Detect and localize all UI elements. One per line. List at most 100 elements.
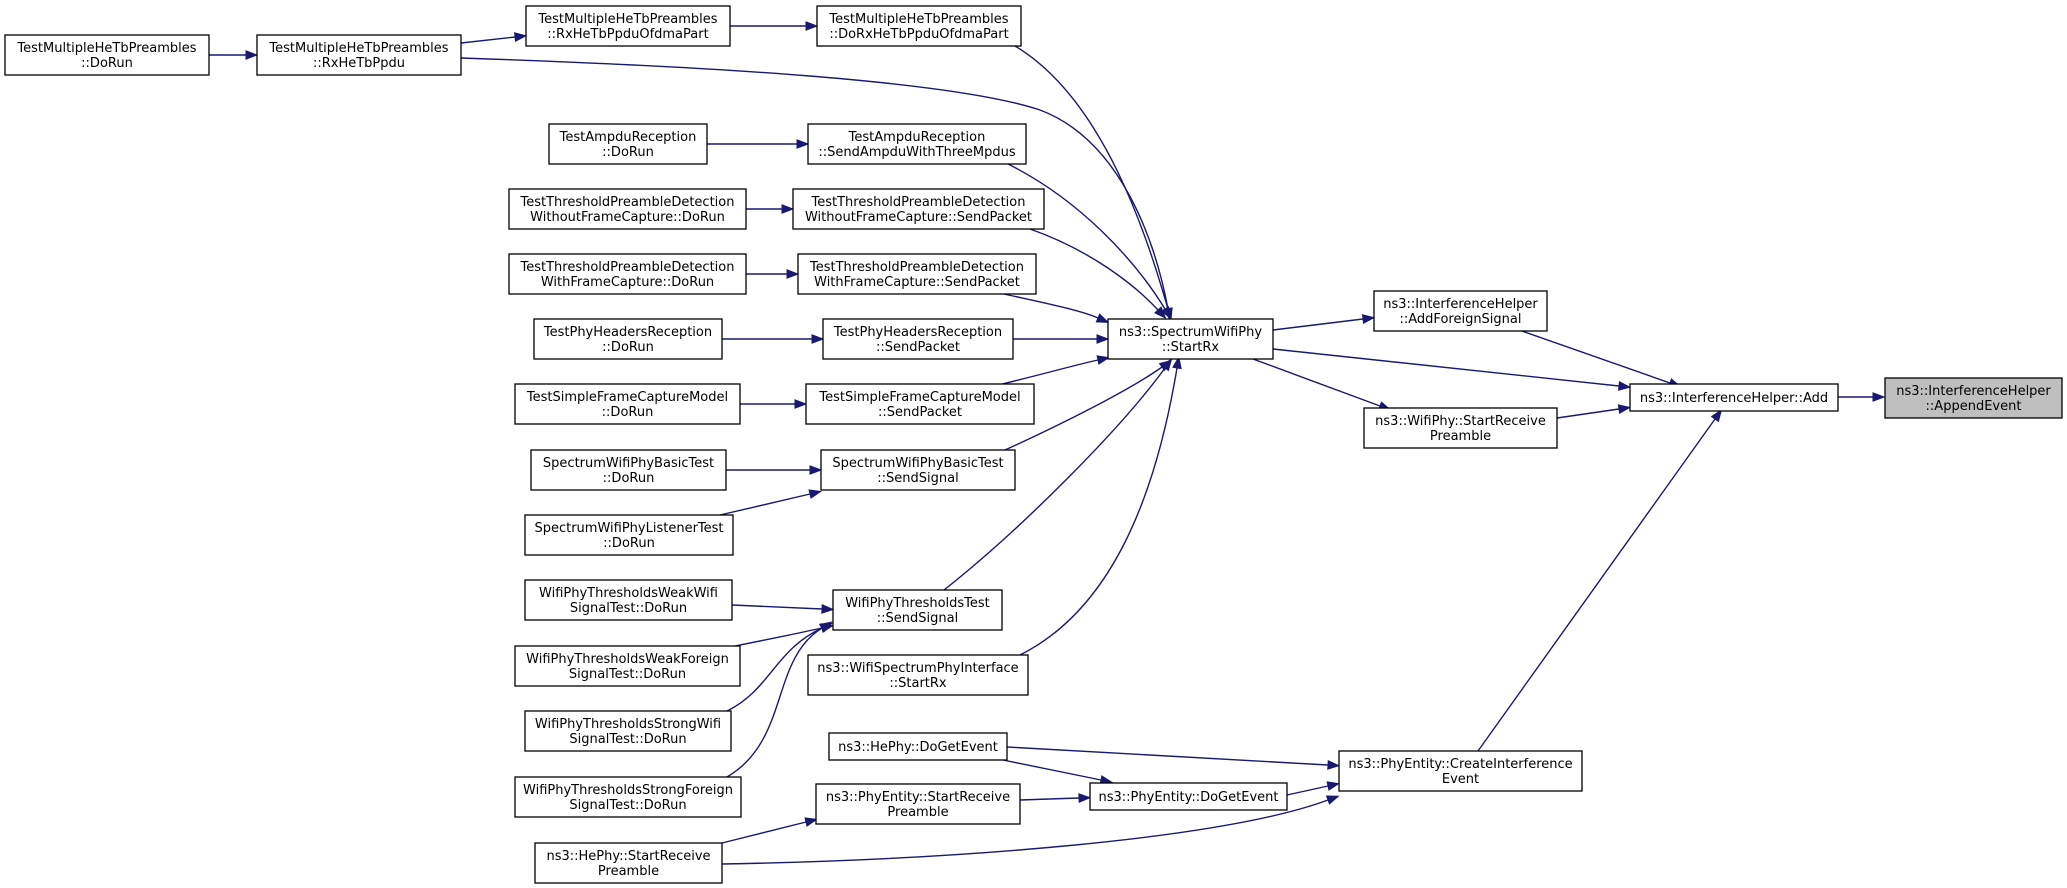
function-node[interactable]: WifiPhyThresholdsStrongWifiSignalTest::D… [524,710,732,752]
call-edge [721,817,819,844]
call-edge [209,50,259,60]
node-label: ::RxHeTbPpduOfdmaPart [547,27,708,42]
function-node[interactable]: TestMultipleHeTbPreambles::DoRun [4,34,210,76]
node-box [508,188,747,230]
node-label: ::DoRun [602,405,654,420]
node-box [815,783,1021,825]
node-box [832,589,1003,631]
function-node[interactable]: TestPhyHeadersReception::SendPacket [822,318,1014,360]
arrowhead-icon [1096,355,1111,365]
function-node[interactable]: TestAmpduReception::SendAmpduWithThreeMp… [807,123,1027,165]
call-edge [1014,45,1173,321]
node-label: ::SendPacket [878,405,962,420]
arrowhead-icon [1617,381,1632,391]
edge-line [734,627,823,647]
call-edge [943,357,1173,591]
node-label: WithFrameCapture::DoRun [541,275,714,290]
function-node[interactable]: SpectrumWifiPhyListenerTest::DoRun [524,514,734,556]
call-edge [1001,355,1111,385]
edge-line [1004,366,1163,451]
call-edge [746,269,800,279]
function-node[interactable]: SpectrumWifiPhyBasicTest::SendSignal [820,449,1016,491]
function-node[interactable]: TestThresholdPreambleDetectionWithoutFra… [508,188,747,230]
edge-line [943,367,1166,591]
node-label: SpectrumWifiPhyBasicTest [832,456,1003,471]
function-node[interactable]: ns3::PhyEntity::DoGetEvent [1089,782,1288,811]
node-label: ::RxHeTbPpdu [313,56,405,71]
function-node[interactable]: TestSimpleFrameCaptureModel::SendPacket [805,383,1035,425]
node-label: Preamble [1430,429,1491,444]
node-label: ns3::InterferenceHelper::Add [1640,391,1828,406]
function-node[interactable]: TestPhyHeadersReception::DoRun [533,318,723,360]
edge-line [1521,330,1671,384]
function-node[interactable]: TestMultipleHeTbPreambles::DoRxHeTbPpduO… [816,5,1022,47]
node-label: ::DoRun [603,536,655,551]
root-function-node[interactable]: ns3::InterferenceHelper::AppendEvent [1884,377,2063,419]
node-label: ::DoRun [81,56,133,71]
edge-line [1029,228,1159,311]
call-edge [1286,781,1341,796]
edge-line [726,627,823,778]
node-label: ::AppendEvent [1926,399,2022,414]
function-node[interactable]: SpectrumWifiPhyBasicTest::DoRun [530,449,727,491]
function-node[interactable]: TestThresholdPreambleDetectionWithFrameC… [797,253,1037,295]
node-label: TestPhyHeadersReception [543,325,712,340]
edge-line [1272,318,1364,331]
node-box [797,253,1037,295]
arrowhead-icon [1361,314,1376,324]
function-node[interactable]: TestMultipleHeTbPreambles::RxHeTbPpdu [256,34,462,76]
node-label: ::SendPacket [876,340,960,355]
edge-line [1007,163,1166,310]
arrowhead-icon [809,465,823,475]
function-node[interactable]: WifiPhyThresholdsStrongForeignSignalTest… [514,776,742,818]
node-label: ::StartRx [1162,340,1220,355]
function-node[interactable]: TestThresholdPreambleDetectionWithFrameC… [508,253,747,295]
function-node[interactable]: WifiPhyThresholdsWeakForeignSignalTest::… [514,645,741,687]
function-node[interactable]: WifiPhyThresholdsTest::SendSignal [832,589,1003,631]
edge-line [1003,293,1099,319]
function-node[interactable]: TestAmpduReception::DoRun [548,123,708,165]
function-node[interactable]: ns3::WifiSpectrumPhyInterface::StartRx [807,654,1029,696]
node-box [524,579,733,621]
arrowhead-icon [808,489,823,499]
function-node[interactable]: ns3::InterferenceHelper::Add [1629,383,1839,412]
node-label: ns3::WifiPhy::StartReceive [1375,414,1546,429]
call-edge [740,399,808,409]
node-label: ns3::HePhy::StartReceive [546,849,710,864]
call-edge [1029,228,1167,320]
function-node[interactable]: ns3::InterferenceHelper::AddForeignSigna… [1373,290,1548,332]
call-edge [722,334,825,344]
call-edge [1019,793,1092,803]
edge-line [1001,359,1099,385]
edge-line [1286,785,1329,796]
function-node[interactable]: WifiPhyThresholdsWeakWifiSignalTest::DoR… [524,579,733,621]
node-label: ns3::InterferenceHelper [1896,384,2051,399]
node-label: ns3::HePhy::DoGetEvent [838,740,998,755]
node-box [822,318,1014,360]
node-label: Preamble [887,805,948,820]
function-node[interactable]: TestThresholdPreambleDetectionWithoutFra… [792,188,1045,230]
arrowhead-icon [821,604,835,614]
node-label: TestPhyHeadersReception [833,325,1002,340]
function-node[interactable]: TestMultipleHeTbPreambles::RxHeTbPpduOfd… [525,5,731,47]
function-node[interactable]: ns3::HePhy::DoGetEvent [828,732,1008,761]
arrowhead-icon [1617,404,1632,414]
edge-line [1019,797,1080,801]
node-label: WithoutFrameCapture::SendPacket [805,210,1032,225]
arrowhead-icon [1325,795,1340,805]
function-node[interactable]: TestSimpleFrameCaptureModel::DoRun [514,383,741,425]
call-edge [1838,392,1886,402]
function-node[interactable]: ns3::SpectrumWifiPhy::StartRx [1107,318,1274,360]
node-box [1089,782,1288,811]
node-label: TestThresholdPreambleDetection [811,195,1026,210]
call-edge [1556,404,1632,419]
call-edge [726,465,823,475]
node-label: ns3::WifiSpectrumPhyInterface [817,661,1018,676]
edge-line [460,36,516,44]
node-label: WifiPhyThresholdsTest [845,596,990,611]
